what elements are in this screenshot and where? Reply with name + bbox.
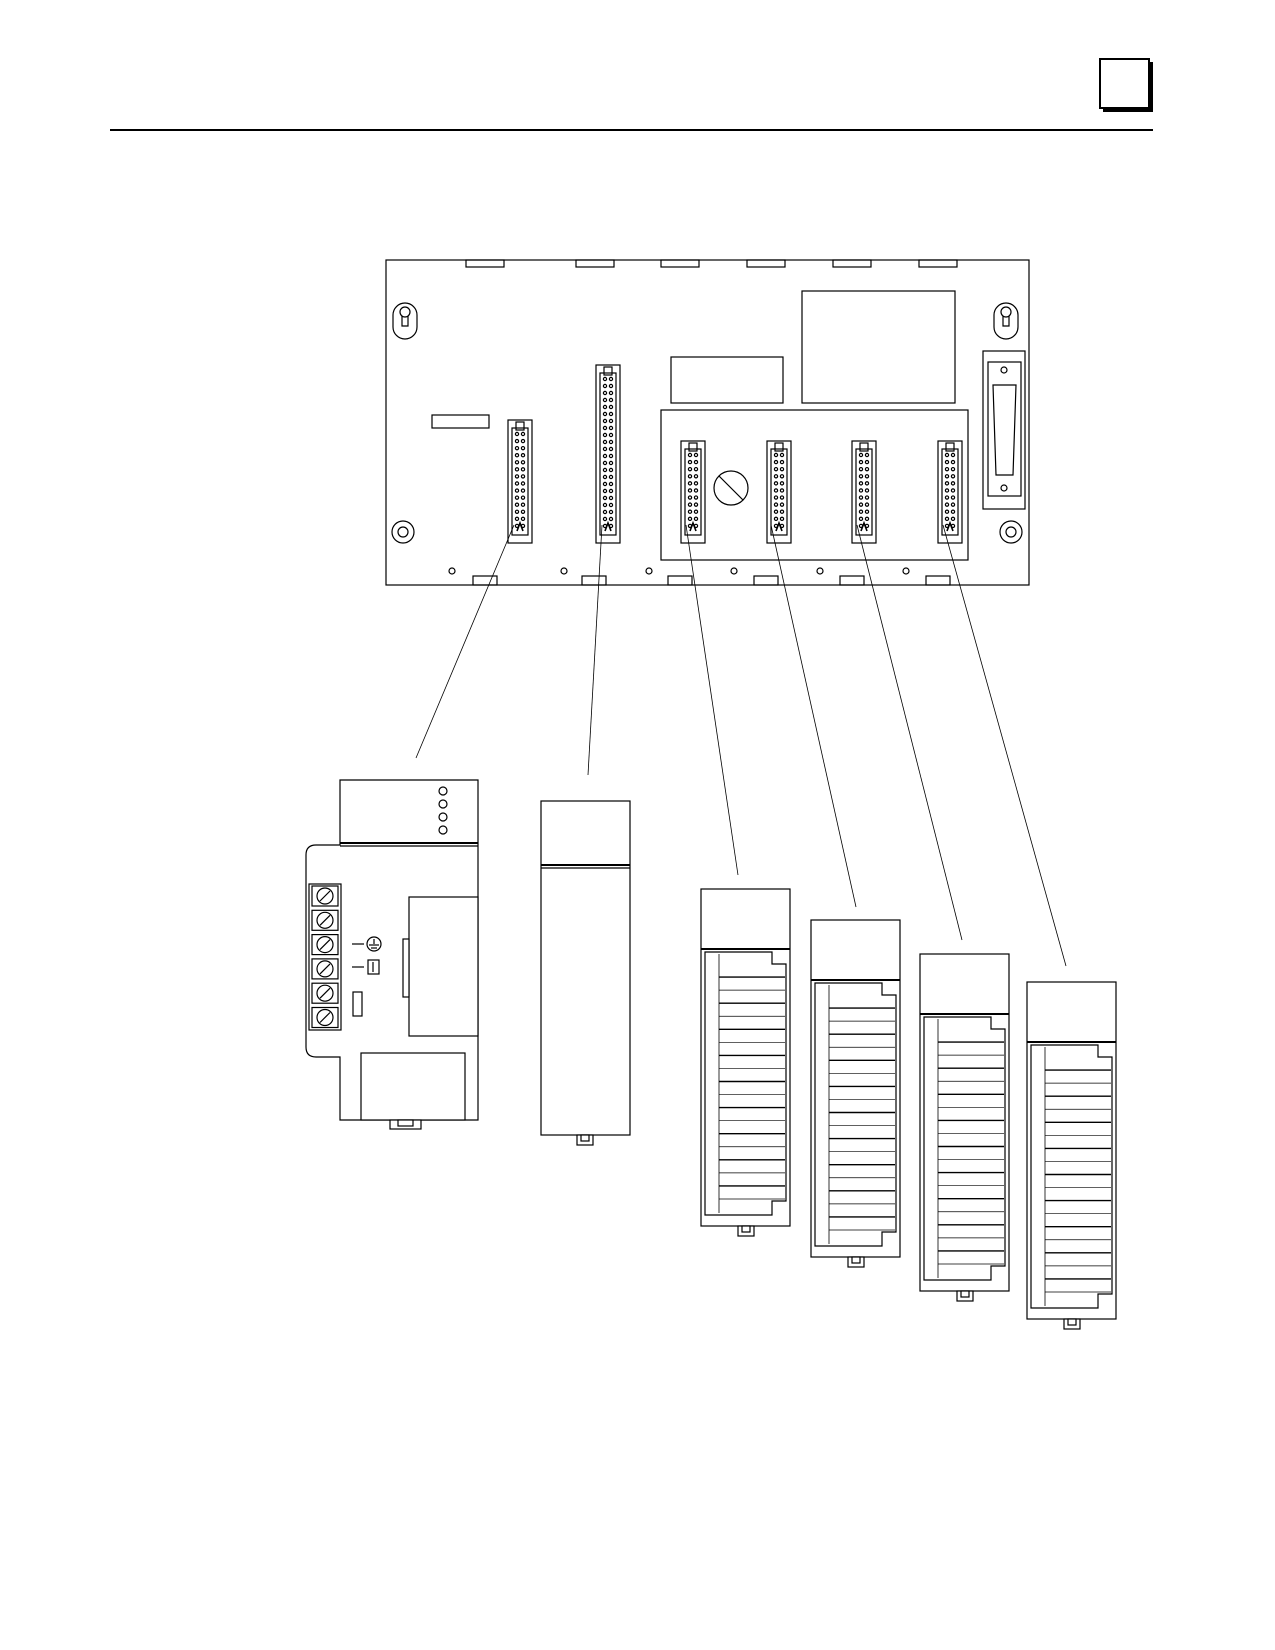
io-slot-1-connector [680, 440, 706, 544]
mounting-hole-left-icon [391, 520, 415, 544]
leader-line [770, 524, 857, 908]
io-slot-2-connector [766, 440, 792, 544]
cpu-module [540, 800, 631, 1146]
leader-line [587, 524, 603, 776]
terminal-screw-icon [311, 958, 339, 980]
leader-line [685, 524, 739, 876]
io-slot-4-connector [937, 440, 963, 544]
terminal-screw-icon [311, 909, 339, 931]
rotary-switch-icon [713, 470, 749, 506]
io-slot-panel [660, 409, 969, 561]
ground-icon [352, 936, 382, 952]
baseplate-component-block [670, 356, 784, 404]
baseplate [385, 259, 1030, 586]
ac-input-icon [352, 959, 380, 975]
io-module-3 [919, 953, 1010, 1302]
power-supply-slot-connector [507, 419, 533, 544]
terminal-screw-icon [311, 1006, 339, 1029]
leader-line [856, 524, 963, 941]
mounting-keyhole-right-icon [993, 302, 1019, 340]
mounting-hole-right-icon [999, 520, 1023, 544]
power-supply-module [305, 779, 479, 1130]
expansion-port-connector [982, 350, 1026, 510]
baseplate-component-block [801, 290, 956, 404]
leader-line [415, 524, 515, 759]
cpu-slot-connector [595, 364, 621, 544]
terminal-screw-icon [311, 933, 339, 956]
io-module-4 [1026, 981, 1117, 1330]
chapter-tab-icon [1099, 58, 1153, 112]
terminal-screw-icon [311, 885, 339, 907]
mounting-keyhole-left-icon [392, 302, 418, 340]
baseplate-label-area [431, 414, 490, 429]
leader-line [942, 524, 1067, 967]
io-slot-3-connector [851, 440, 877, 544]
io-module-1 [700, 888, 791, 1237]
io-module-2 [810, 919, 901, 1268]
terminal-screw-icon [311, 982, 339, 1004]
leader-lines [415, 524, 1067, 967]
